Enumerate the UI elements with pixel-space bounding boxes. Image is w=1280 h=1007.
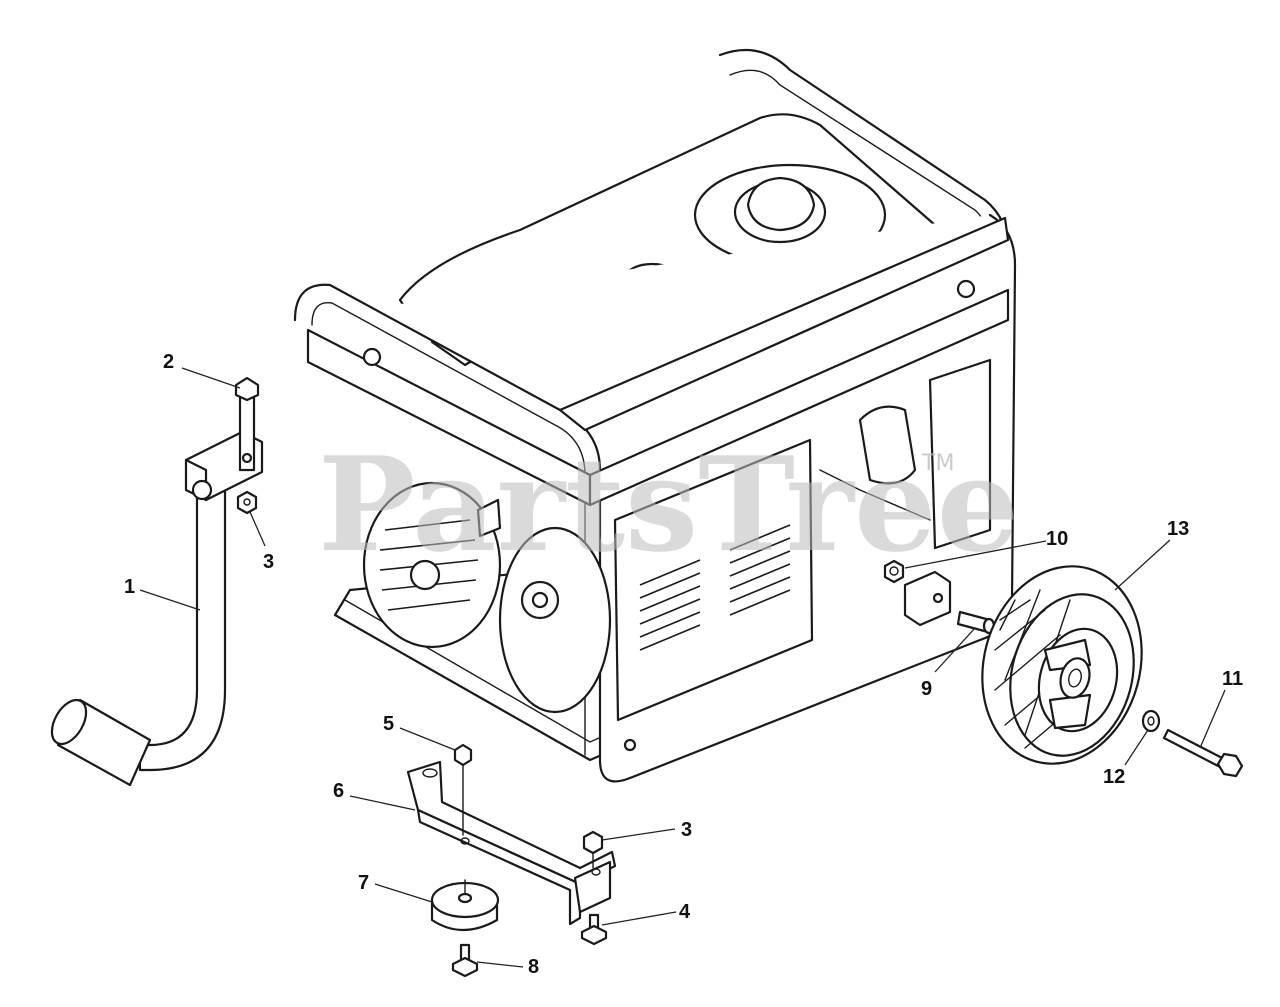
engine-vent-slots bbox=[639, 524, 791, 651]
callout-5: 5 bbox=[383, 713, 394, 735]
callout-11: 11 bbox=[1222, 668, 1243, 690]
callout-13: 13 bbox=[1167, 518, 1189, 540]
part-8-screw bbox=[451, 943, 479, 978]
part-5-nut bbox=[453, 743, 473, 836]
callout-6: 6 bbox=[333, 780, 344, 802]
part-2-handle-bracket-bolt bbox=[184, 376, 264, 502]
callout-8: 8 bbox=[528, 956, 539, 978]
part-13-wheel bbox=[981, 565, 1143, 765]
part-10-nut bbox=[883, 559, 905, 584]
watermark-text: PartsTree bbox=[318, 428, 1019, 581]
callout-12: 12 bbox=[1103, 766, 1125, 788]
callout-3-lower: 3 bbox=[681, 819, 692, 841]
part-3-nut-lower bbox=[582, 830, 604, 869]
part-11-axle-bolt bbox=[1162, 728, 1244, 778]
part-3-nut-upper bbox=[236, 490, 258, 515]
generator-assembly bbox=[293, 48, 1017, 783]
part-1-handle bbox=[50, 468, 227, 787]
part-7-rubber-foot bbox=[430, 879, 500, 931]
callout-10: 10 bbox=[1046, 528, 1068, 550]
callout-7: 7 bbox=[358, 872, 369, 894]
part-12-washer bbox=[1141, 709, 1161, 733]
watermark-trademark: TM bbox=[921, 451, 954, 476]
callout-4: 4 bbox=[679, 901, 691, 923]
watermark: PartsTree TM bbox=[318, 428, 1019, 581]
callout-labels: 1 2 3 3 4 5 6 7 8 9 10 11 12 13 bbox=[124, 351, 1243, 978]
part-6-mounting-bracket bbox=[406, 760, 617, 926]
callout-2: 2 bbox=[163, 351, 174, 373]
callout-1: 1 bbox=[124, 576, 135, 598]
callout-9: 9 bbox=[921, 678, 932, 700]
callout-leaders bbox=[139, 367, 1226, 968]
callout-3-upper: 3 bbox=[263, 551, 274, 573]
wheel-tread-pattern bbox=[994, 589, 1071, 749]
part-4-screw bbox=[580, 913, 608, 946]
